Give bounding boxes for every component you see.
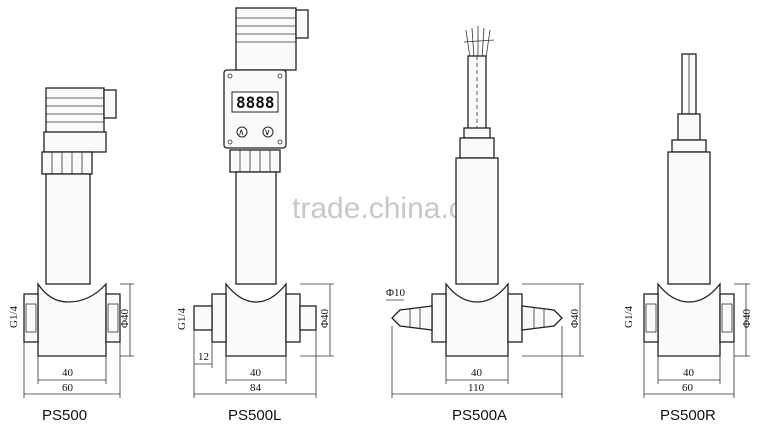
ps500a-dim-height: Φ40 (569, 308, 581, 328)
ps500l-drawing: 8888 ∧ ∨ G1/4 Φ40 12 40 84 (176, 7, 334, 424)
ps500l-connector (235, 7, 297, 71)
ps500-dim-height: Φ40 (119, 308, 131, 328)
ps500r-tube (667, 151, 711, 285)
watermark: trade.china.cn (292, 192, 480, 225)
svg-text:∨: ∨ (264, 128, 271, 138)
up-arrow-icon (236, 126, 248, 138)
ps500a-barb-right (521, 305, 563, 331)
ps500l-label: PS500L (228, 407, 281, 424)
ps500a-thread: Φ10 (386, 287, 406, 299)
ps500l-lcd (231, 91, 279, 113)
ps500-base (37, 281, 107, 357)
ps500l-lcd-digits: 8888 (236, 93, 275, 112)
ps500l-base (225, 282, 287, 357)
ps500r-dim-height: Φ40 (741, 308, 753, 328)
ps500a-dim-outer: 110 (468, 382, 485, 394)
ps500-thread: G1/4 (8, 306, 20, 329)
ps500r-base (657, 282, 721, 357)
ps500a-label: PS500A (452, 407, 507, 424)
ps500l-dim-height: Φ40 (319, 308, 331, 328)
down-arrow-icon (262, 126, 274, 138)
ps500-dim-outer: 60 (62, 382, 74, 394)
ps500l-dim-inner: 40 (250, 367, 262, 379)
ps500-drawing: G1/4 Φ40 40 60 PS500 (8, 87, 134, 424)
ps500a-barb-left (391, 305, 433, 331)
svg-text:∧: ∧ (238, 128, 245, 138)
ps500l-dim-outer: 84 (250, 382, 262, 394)
ps500l-thread: G1/4 (176, 308, 188, 331)
ps500r-thread: G1/4 (623, 306, 635, 329)
ps500r-label: PS500R (660, 407, 716, 424)
ps500a-drawing: Φ10 Φ40 40 110 PS500A (386, 26, 584, 424)
ps500a-base (445, 282, 509, 357)
ps500l-nut (229, 149, 281, 173)
ps500-nut (41, 151, 93, 175)
ps500l-dim-small: 12 (198, 351, 209, 363)
ps500-dim-inner: 40 (62, 367, 74, 379)
ps500r-dim-outer: 60 (682, 382, 694, 394)
ps500a-tube (455, 157, 499, 285)
ps500a-dim-inner: 40 (471, 367, 483, 379)
ps500-label: PS500 (42, 407, 87, 424)
ps500r-dim-inner: 40 (683, 367, 695, 379)
ps500r-drawing: G1/4 Φ40 40 60 PS500R (623, 53, 753, 424)
ps500l-tube (235, 171, 277, 285)
ps500-tube (45, 173, 91, 285)
